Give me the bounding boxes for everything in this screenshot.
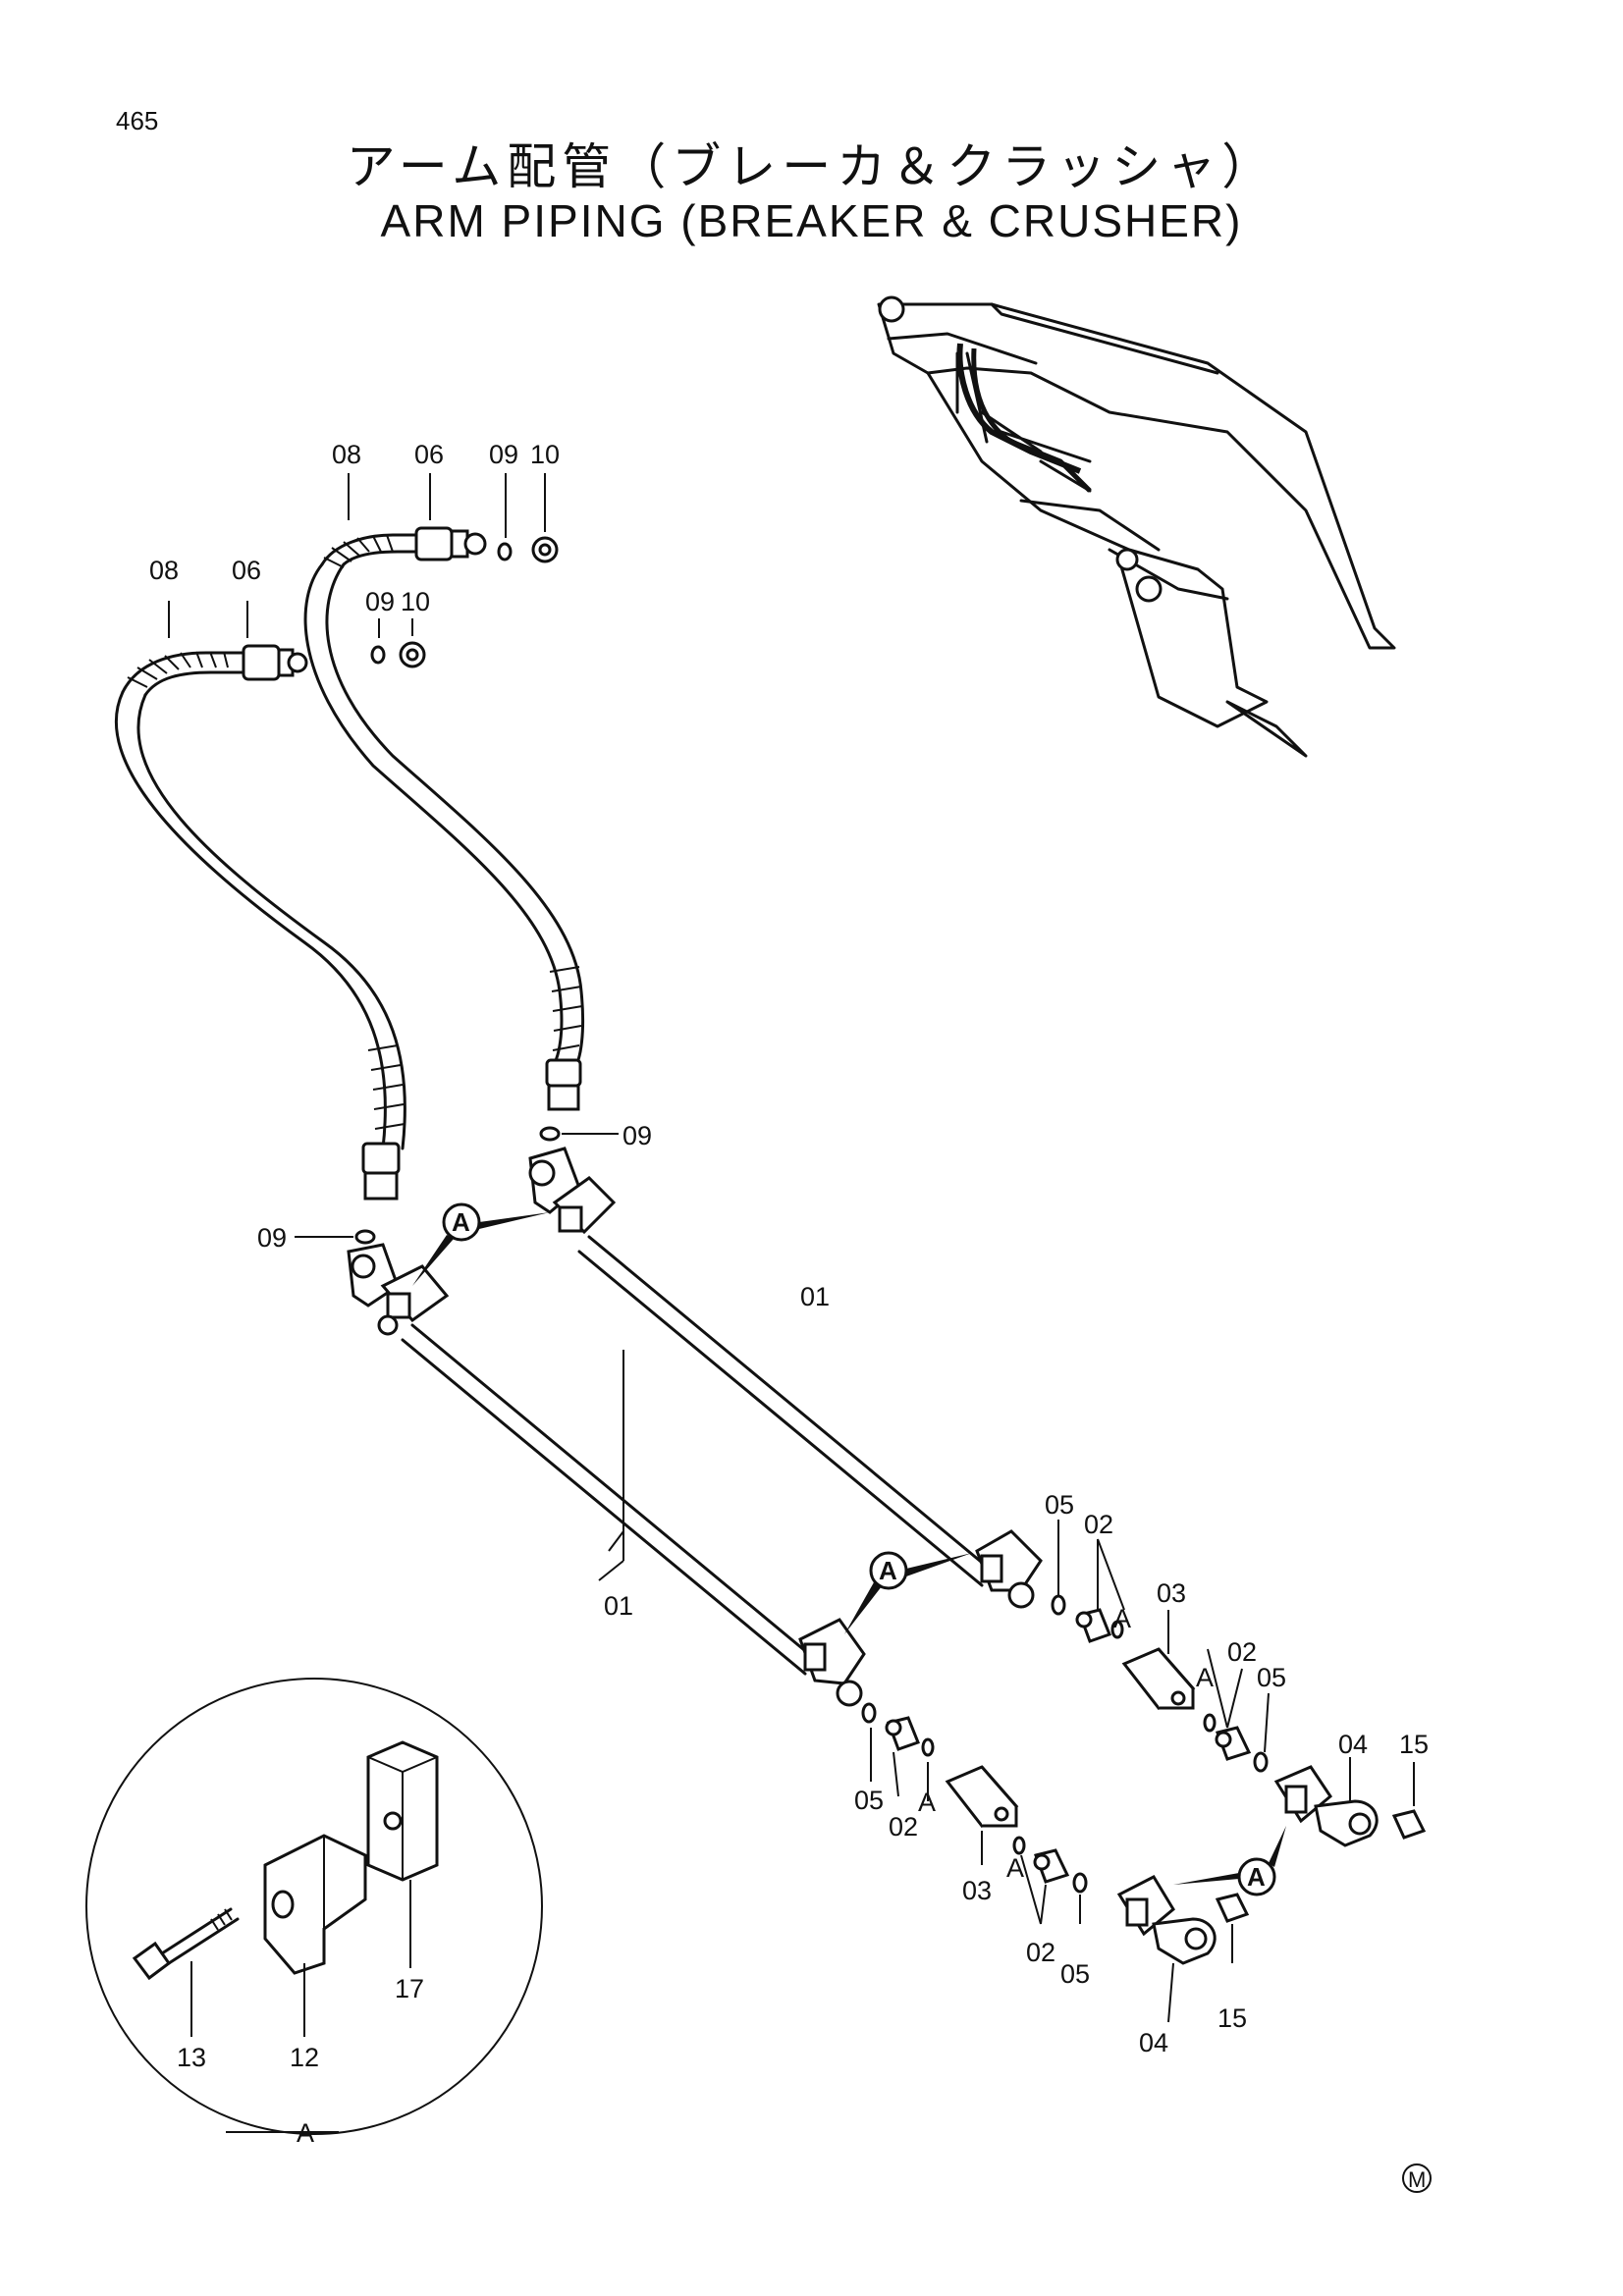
hose-fitting-06-right [414, 526, 487, 561]
part-label: 13 [177, 2043, 206, 2072]
part-label: 10 [401, 587, 430, 616]
part-label: 08 [332, 440, 361, 469]
elbow-clamp-upper-left [528, 1147, 617, 1235]
part-label: 01 [800, 1282, 830, 1311]
page-title-japanese: アーム配管（ブレーカ＆クラッシャ） [346, 138, 1277, 195]
part-label: 02 [1227, 1637, 1257, 1667]
part-label: 06 [232, 556, 261, 585]
pipe-01-upper [577, 1235, 994, 1587]
pipe-end-upper-right [975, 1529, 1043, 1609]
part-label: 09 [257, 1223, 287, 1253]
part-label: A [1113, 1604, 1131, 1633]
page-title-english: ARM PIPING (BREAKER & CRUSHER) [380, 195, 1243, 246]
part-label: 09 [489, 440, 518, 469]
part-label: 03 [1157, 1578, 1186, 1608]
fitting-chain-upper [1051, 1594, 1427, 1847]
hose-left [115, 651, 406, 1201]
part-label: 02 [889, 1812, 918, 1842]
part-label: 15 [1399, 1730, 1429, 1759]
page-number: 465 [116, 106, 159, 135]
part-label: 10 [530, 440, 560, 469]
hose-right [303, 533, 585, 1111]
callout-marker-label: A [879, 1556, 897, 1585]
m-mark-circle [1402, 2163, 1432, 2193]
part-label: A [918, 1788, 936, 1817]
part-label: 03 [962, 1876, 992, 1905]
part-label: 01 [604, 1591, 633, 1621]
part-labels: 08 06 09 10 08 06 09 10 09 09 01 01 05 0… [149, 440, 1429, 2148]
part-label: 08 [149, 556, 179, 585]
m-mark: M [1408, 2167, 1426, 2192]
leader-lines-upper [168, 473, 619, 1238]
excavator-arm-sketch [877, 295, 1396, 758]
o-rings-and-washers [354, 536, 561, 1245]
part-label: 12 [290, 2043, 319, 2072]
callout-marker-label: A [452, 1207, 470, 1237]
part-label: 06 [414, 440, 444, 469]
callout-a-markers [412, 1202, 1286, 1896]
part-label: 05 [1060, 1959, 1090, 1989]
part-label: A [1006, 1853, 1024, 1883]
part-label: 02 [1084, 1510, 1113, 1539]
part-label: 05 [1257, 1663, 1286, 1692]
part-label: 05 [1045, 1490, 1074, 1520]
part-label: 04 [1139, 2028, 1168, 2057]
part-label: A [1196, 1663, 1214, 1692]
part-label: 15 [1217, 2003, 1247, 2033]
part-label: 02 [1026, 1938, 1055, 1967]
leader-lines-lower [598, 1350, 1415, 2023]
part-label: 05 [854, 1786, 884, 1815]
fitting-chain-lower [861, 1702, 1250, 1965]
callout-marker-label: A [1247, 1862, 1266, 1892]
detail-a-view [85, 1678, 543, 2135]
part-label: 09 [622, 1121, 652, 1150]
detail-a-label: A [297, 2118, 314, 2148]
pipe-end-lower-right [798, 1618, 866, 1707]
part-label: 17 [395, 1974, 424, 2003]
part-label: 04 [1338, 1730, 1368, 1759]
part-label: 09 [365, 587, 395, 616]
pipe-01-lower [401, 1323, 817, 1676]
hose-fitting-06-left [242, 644, 308, 681]
elbow-clamp-lower-left [347, 1243, 450, 1336]
